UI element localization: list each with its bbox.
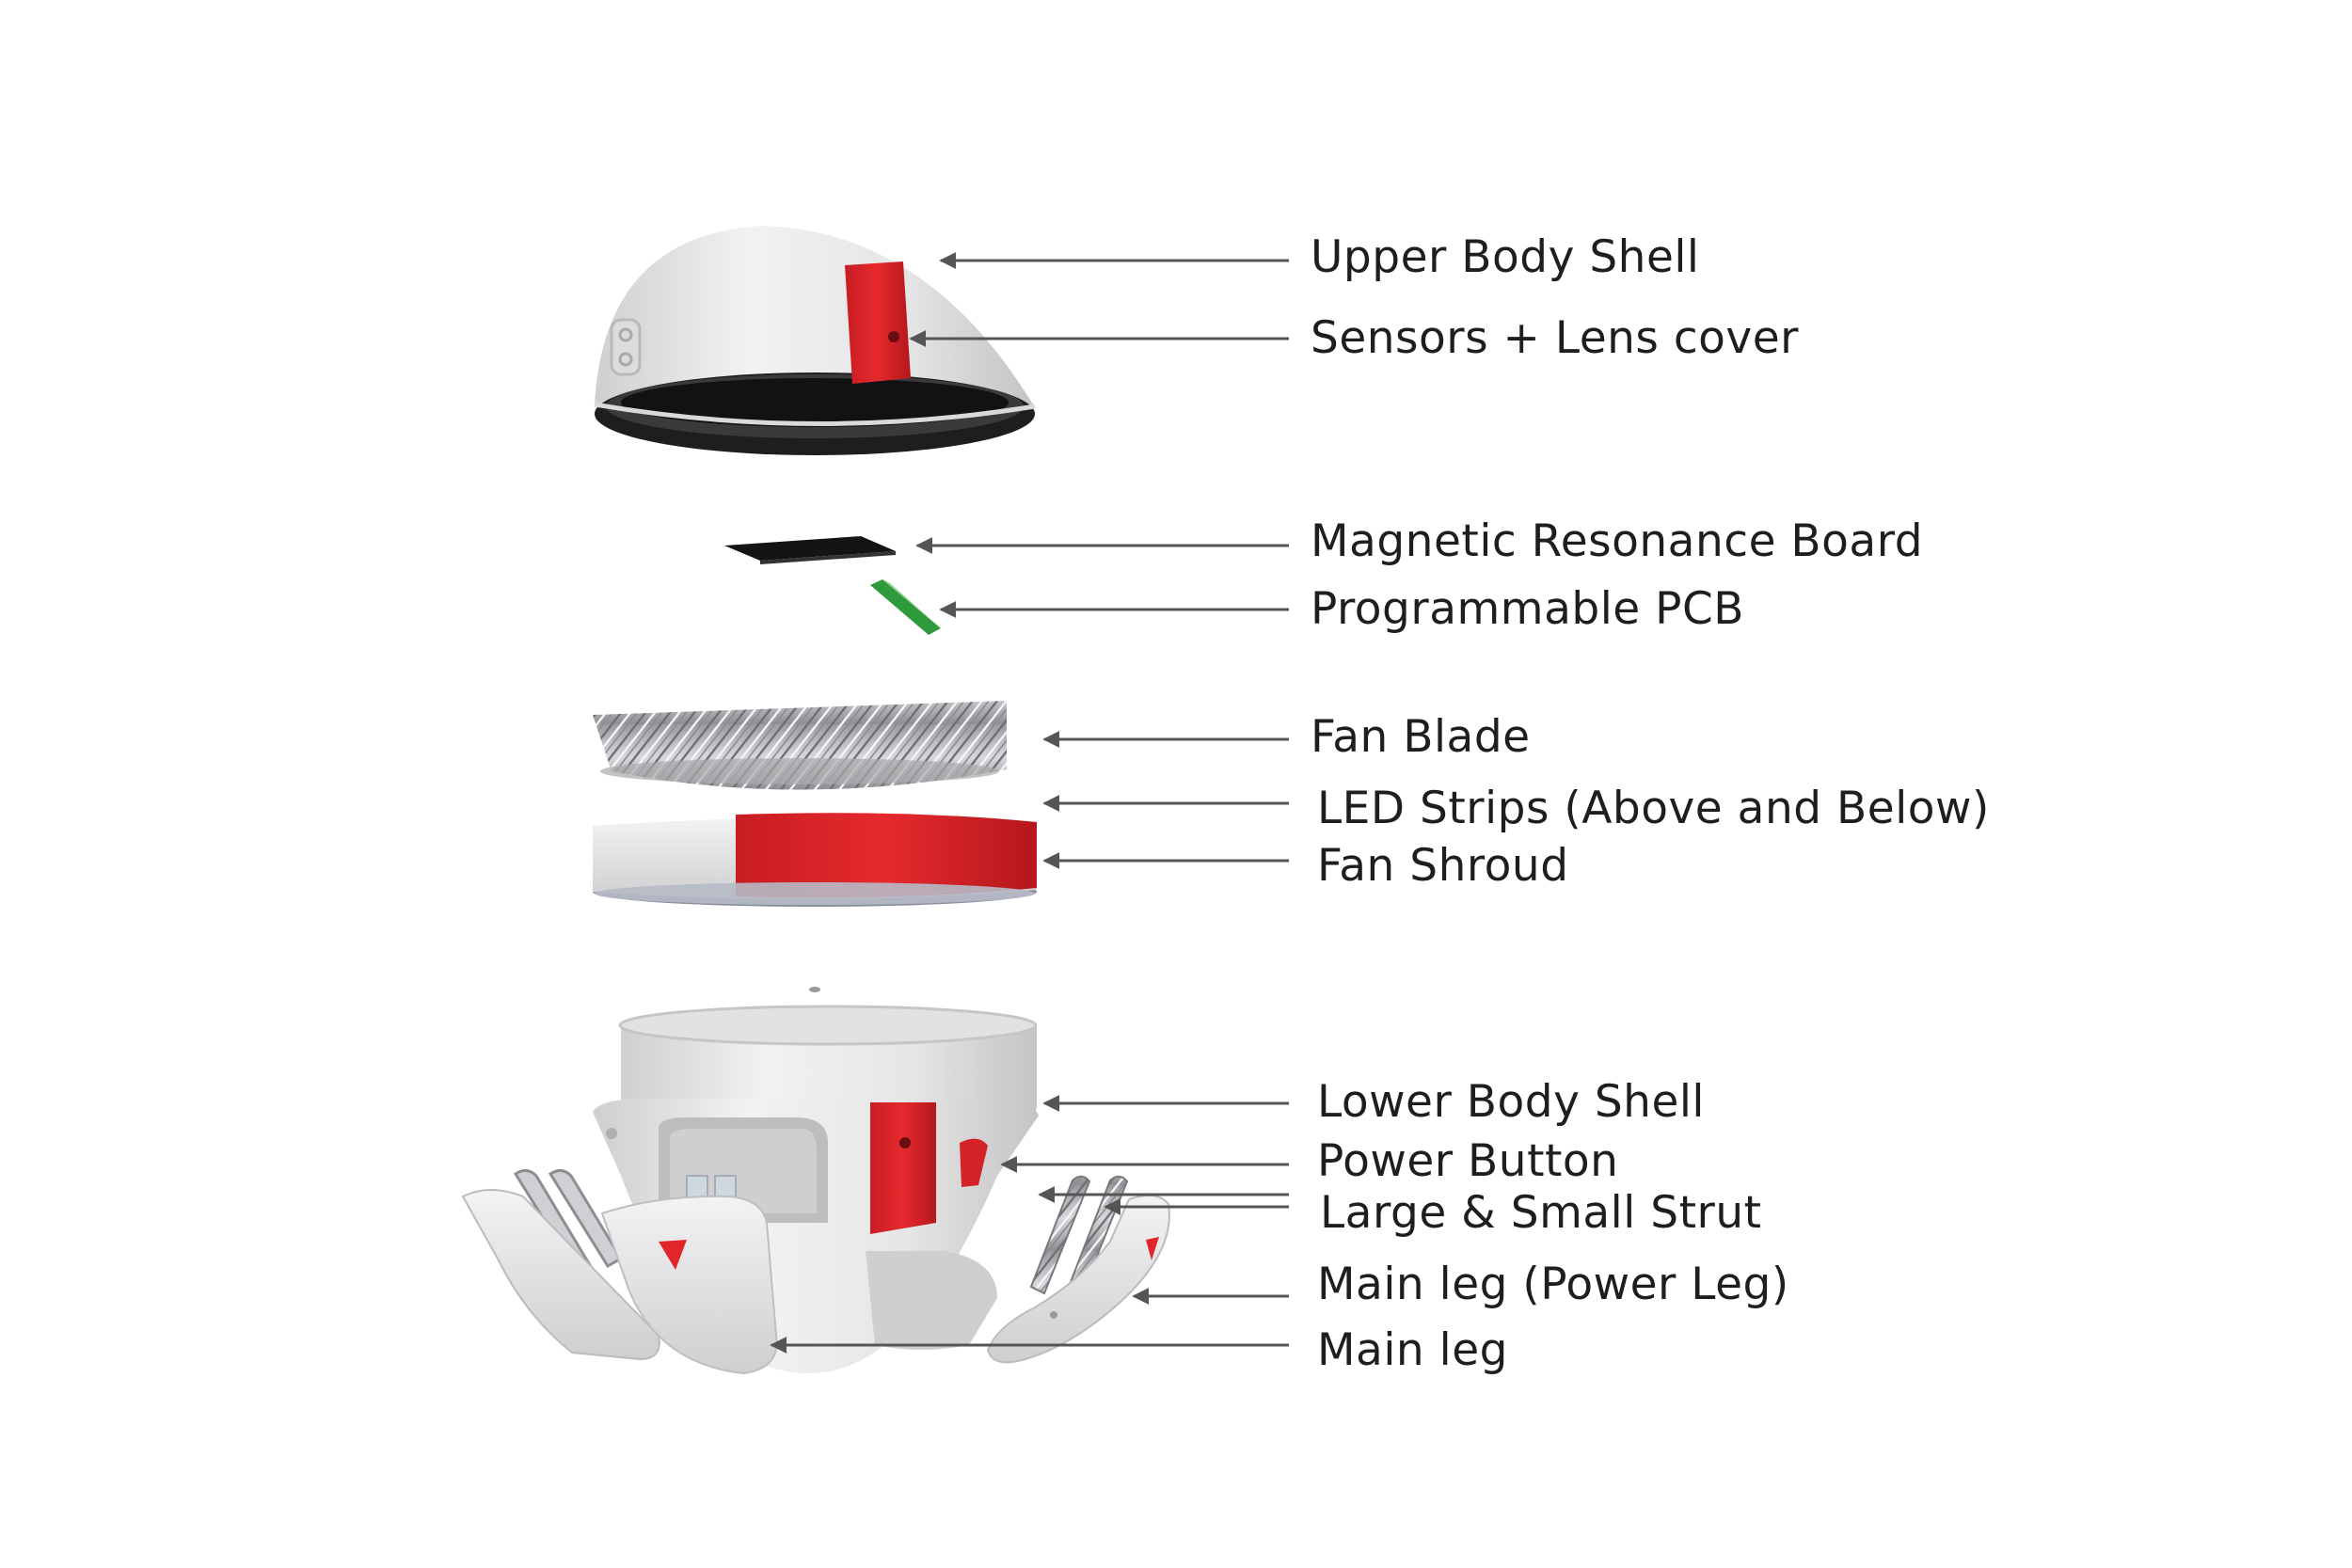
label-fan-blade: Fan Blade bbox=[1311, 711, 1531, 763]
programmable-pcb bbox=[870, 579, 941, 635]
label-main-leg: Main leg bbox=[1317, 1324, 1508, 1376]
face-emblem-icon bbox=[610, 318, 642, 376]
label-large-small-strut: Large & Small Strut bbox=[1320, 1187, 1762, 1239]
leg-far-left bbox=[461, 1189, 660, 1361]
power-button bbox=[870, 1102, 988, 1234]
leg-back-center bbox=[866, 1251, 997, 1350]
main-leg bbox=[600, 1195, 778, 1375]
label-power-button: Power Button bbox=[1317, 1135, 1619, 1187]
main-leg-power-leg bbox=[986, 1195, 1170, 1364]
leader-lines bbox=[770, 252, 1289, 1354]
fan-shroud bbox=[593, 813, 1037, 907]
label-led-strips: LED Strips (Above and Below) bbox=[1317, 783, 1990, 834]
label-lower-body-shell: Lower Body Shell bbox=[1317, 1076, 1705, 1128]
label-fan-shroud: Fan Shroud bbox=[1317, 840, 1569, 892]
fan-blade bbox=[593, 701, 1007, 790]
label-programmable-pcb: Programmable PCB bbox=[1311, 583, 1745, 635]
magnetic-resonance-board bbox=[724, 536, 896, 564]
label-sensors-lens-cover: Sensors + Lens cover bbox=[1311, 312, 1799, 364]
upper-body-shell bbox=[594, 226, 1036, 455]
sensor-lens-cover bbox=[845, 261, 911, 384]
label-magnetic-resonance-board: Magnetic Resonance Board bbox=[1311, 515, 1924, 567]
label-upper-body-shell: Upper Body Shell bbox=[1311, 231, 1700, 283]
label-main-leg-power-leg: Main leg (Power Leg) bbox=[1317, 1259, 1789, 1310]
